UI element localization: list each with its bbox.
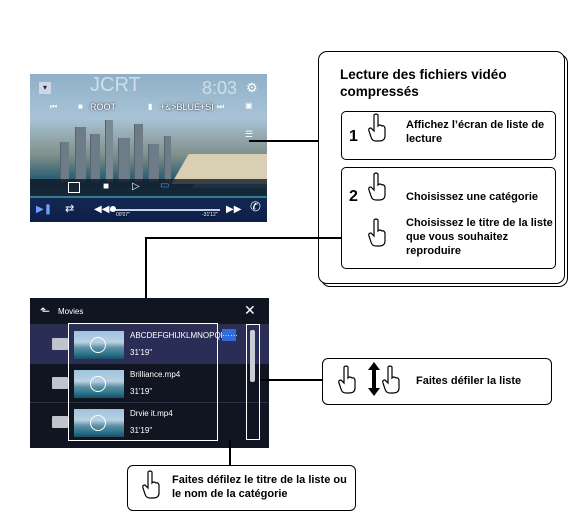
list-title: Movies	[58, 307, 84, 316]
tap-hand-icon	[142, 470, 160, 499]
previous-folder-icon[interactable]: ⏮	[50, 102, 58, 111]
slow-play-icon[interactable]: ▷	[132, 181, 140, 192]
menu-down-icon[interactable]: ▾	[39, 82, 51, 94]
tap-hand-icon	[338, 365, 356, 394]
step-2a-text: Choisissez une catégorie	[406, 191, 539, 203]
scrollbar-highlight[interactable]	[246, 324, 260, 440]
skyline-building	[164, 136, 171, 182]
vertical-scroll-arrows-icon	[368, 362, 380, 396]
skyline-building	[134, 124, 143, 182]
bottom-bar: ▶❚ ⇄ ◀◀ 00'07" -31'12" ▶▶ ✆	[30, 198, 267, 222]
phone-icon[interactable]: ✆	[250, 199, 261, 214]
folder-icon	[52, 377, 68, 389]
source-switch-icon[interactable]: ⇄	[65, 203, 75, 215]
drag-hand-icon	[382, 365, 400, 394]
item-title[interactable]: Drvie it.mp4	[130, 409, 173, 418]
connector-line	[249, 140, 319, 142]
video-mode-icon[interactable]	[68, 182, 80, 193]
connector-line	[145, 237, 342, 239]
skyline-building	[90, 134, 100, 182]
rewind-icon[interactable]: ◀◀	[94, 204, 110, 215]
progress-handle[interactable]	[110, 206, 116, 212]
item-title[interactable]: Brilliance.mp4	[130, 370, 181, 379]
item-title[interactable]: ABCDEFGHIJKLMNOPQRS	[130, 331, 232, 340]
album-art-icon[interactable]: ▣	[245, 101, 253, 110]
remaining-time: -31'12"	[202, 212, 218, 218]
scroll-title-text: Faites défilez le titre de la liste ou l…	[172, 474, 347, 500]
step-2-number: 2	[349, 188, 358, 205]
list-screen: ⬑ Movies ✕ ABCDEFGHIJKLMNOPQRS 31'19" Br…	[30, 298, 269, 448]
video-player-screen: ▾ JCRT 8:03 ⚙ ⏮ ■ ROOT ▮ +&>BLUE+SI ⏭ ▣ …	[30, 74, 267, 222]
scroll-title-callout	[127, 465, 356, 511]
scrollbar-thumb[interactable]	[250, 330, 255, 382]
play-icon	[90, 337, 106, 353]
next-folder-icon[interactable]: ⏭	[217, 102, 225, 111]
skyline-building	[105, 120, 113, 182]
file-icon: ▮	[148, 102, 153, 111]
scroll-list-callout	[322, 358, 552, 405]
fast-forward-icon[interactable]: ▶▶	[226, 204, 242, 215]
folder-icon	[52, 416, 68, 428]
step-2-box	[341, 167, 556, 269]
list-row[interactable]	[30, 324, 269, 363]
step-1-number: 1	[349, 128, 358, 145]
connector-line	[260, 379, 322, 381]
playlist-icon[interactable]: ☰	[245, 129, 254, 139]
list-row[interactable]	[30, 402, 269, 441]
elapsed-time: 00'07"	[116, 212, 130, 218]
file-name: +&>BLUE+SI	[160, 102, 214, 112]
tap-hand-icon	[368, 172, 386, 201]
watermark-text: JCRT	[90, 74, 141, 96]
play-pause-icon[interactable]: ▶❚	[36, 204, 53, 215]
clock-display: 8:03	[202, 78, 238, 98]
playback-control-bar: ■ ▷ ▭	[30, 179, 267, 196]
title-list-highlight[interactable]	[68, 323, 218, 441]
back-arrow-icon[interactable]: ⬑	[40, 304, 51, 318]
skyline-building	[60, 142, 69, 182]
skyline-building	[118, 138, 130, 182]
progress-bar[interactable]	[110, 209, 220, 211]
more-button[interactable]: ……	[222, 329, 238, 341]
instruction-title: Lecture des fichiers vidéo compressés	[340, 67, 507, 99]
folder-icon: ■	[78, 102, 83, 111]
skyline-building	[75, 127, 86, 182]
screen-size-icon[interactable]: ▭	[160, 180, 170, 191]
skyline-building	[148, 144, 159, 182]
play-icon	[90, 415, 106, 431]
stop-icon[interactable]: ■	[103, 181, 110, 192]
connector-line	[145, 237, 147, 325]
close-icon[interactable]: ✕	[244, 302, 256, 318]
step-1-text: Affichez l’écran de liste de lecture	[406, 119, 545, 145]
tap-hand-icon	[368, 218, 386, 247]
item-duration: 31'19"	[130, 426, 153, 435]
play-icon	[90, 376, 106, 392]
item-duration: 31'19"	[130, 387, 153, 396]
step-2b-text: Choisissez le titre de la liste que vous…	[406, 217, 553, 257]
folder-name: ROOT	[90, 102, 116, 112]
tap-hand-icon	[368, 113, 386, 142]
folder-icon	[52, 338, 68, 350]
list-row[interactable]	[30, 363, 269, 402]
settings-gear-icon[interactable]: ⚙	[246, 80, 258, 95]
item-duration: 31'19"	[130, 348, 153, 357]
connector-line	[229, 440, 231, 465]
scroll-list-text: Faites défiler la liste	[416, 375, 522, 387]
